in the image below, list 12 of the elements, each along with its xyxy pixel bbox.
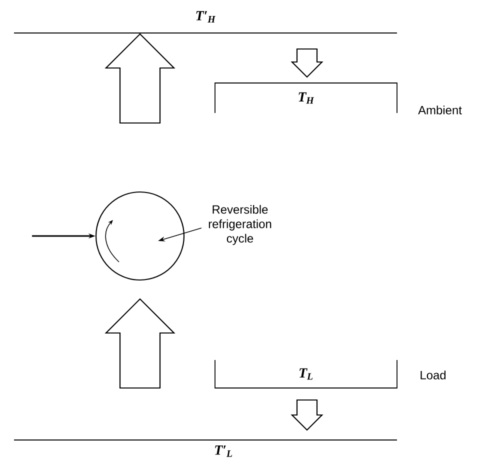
reservoir-line: T′$_{H}$ <box>14 11 397 34</box>
reservoir-bracket: T$_{L}$ <box>214 360 398 388</box>
reservoir-line: T′$_{L}$ <box>14 439 397 457</box>
block-arrow <box>290 399 324 431</box>
side-label: Ambient <box>418 106 462 114</box>
block-arrow <box>104 298 176 389</box>
block-arrow <box>104 33 176 124</box>
side-label: Load <box>420 370 446 380</box>
block-arrow <box>290 48 324 78</box>
reservoir-bracket: T$_{H}$ <box>214 82 398 114</box>
cycle-circle <box>95 191 185 281</box>
cycle-label: Reversible refrigeration cycle <box>208 204 272 246</box>
